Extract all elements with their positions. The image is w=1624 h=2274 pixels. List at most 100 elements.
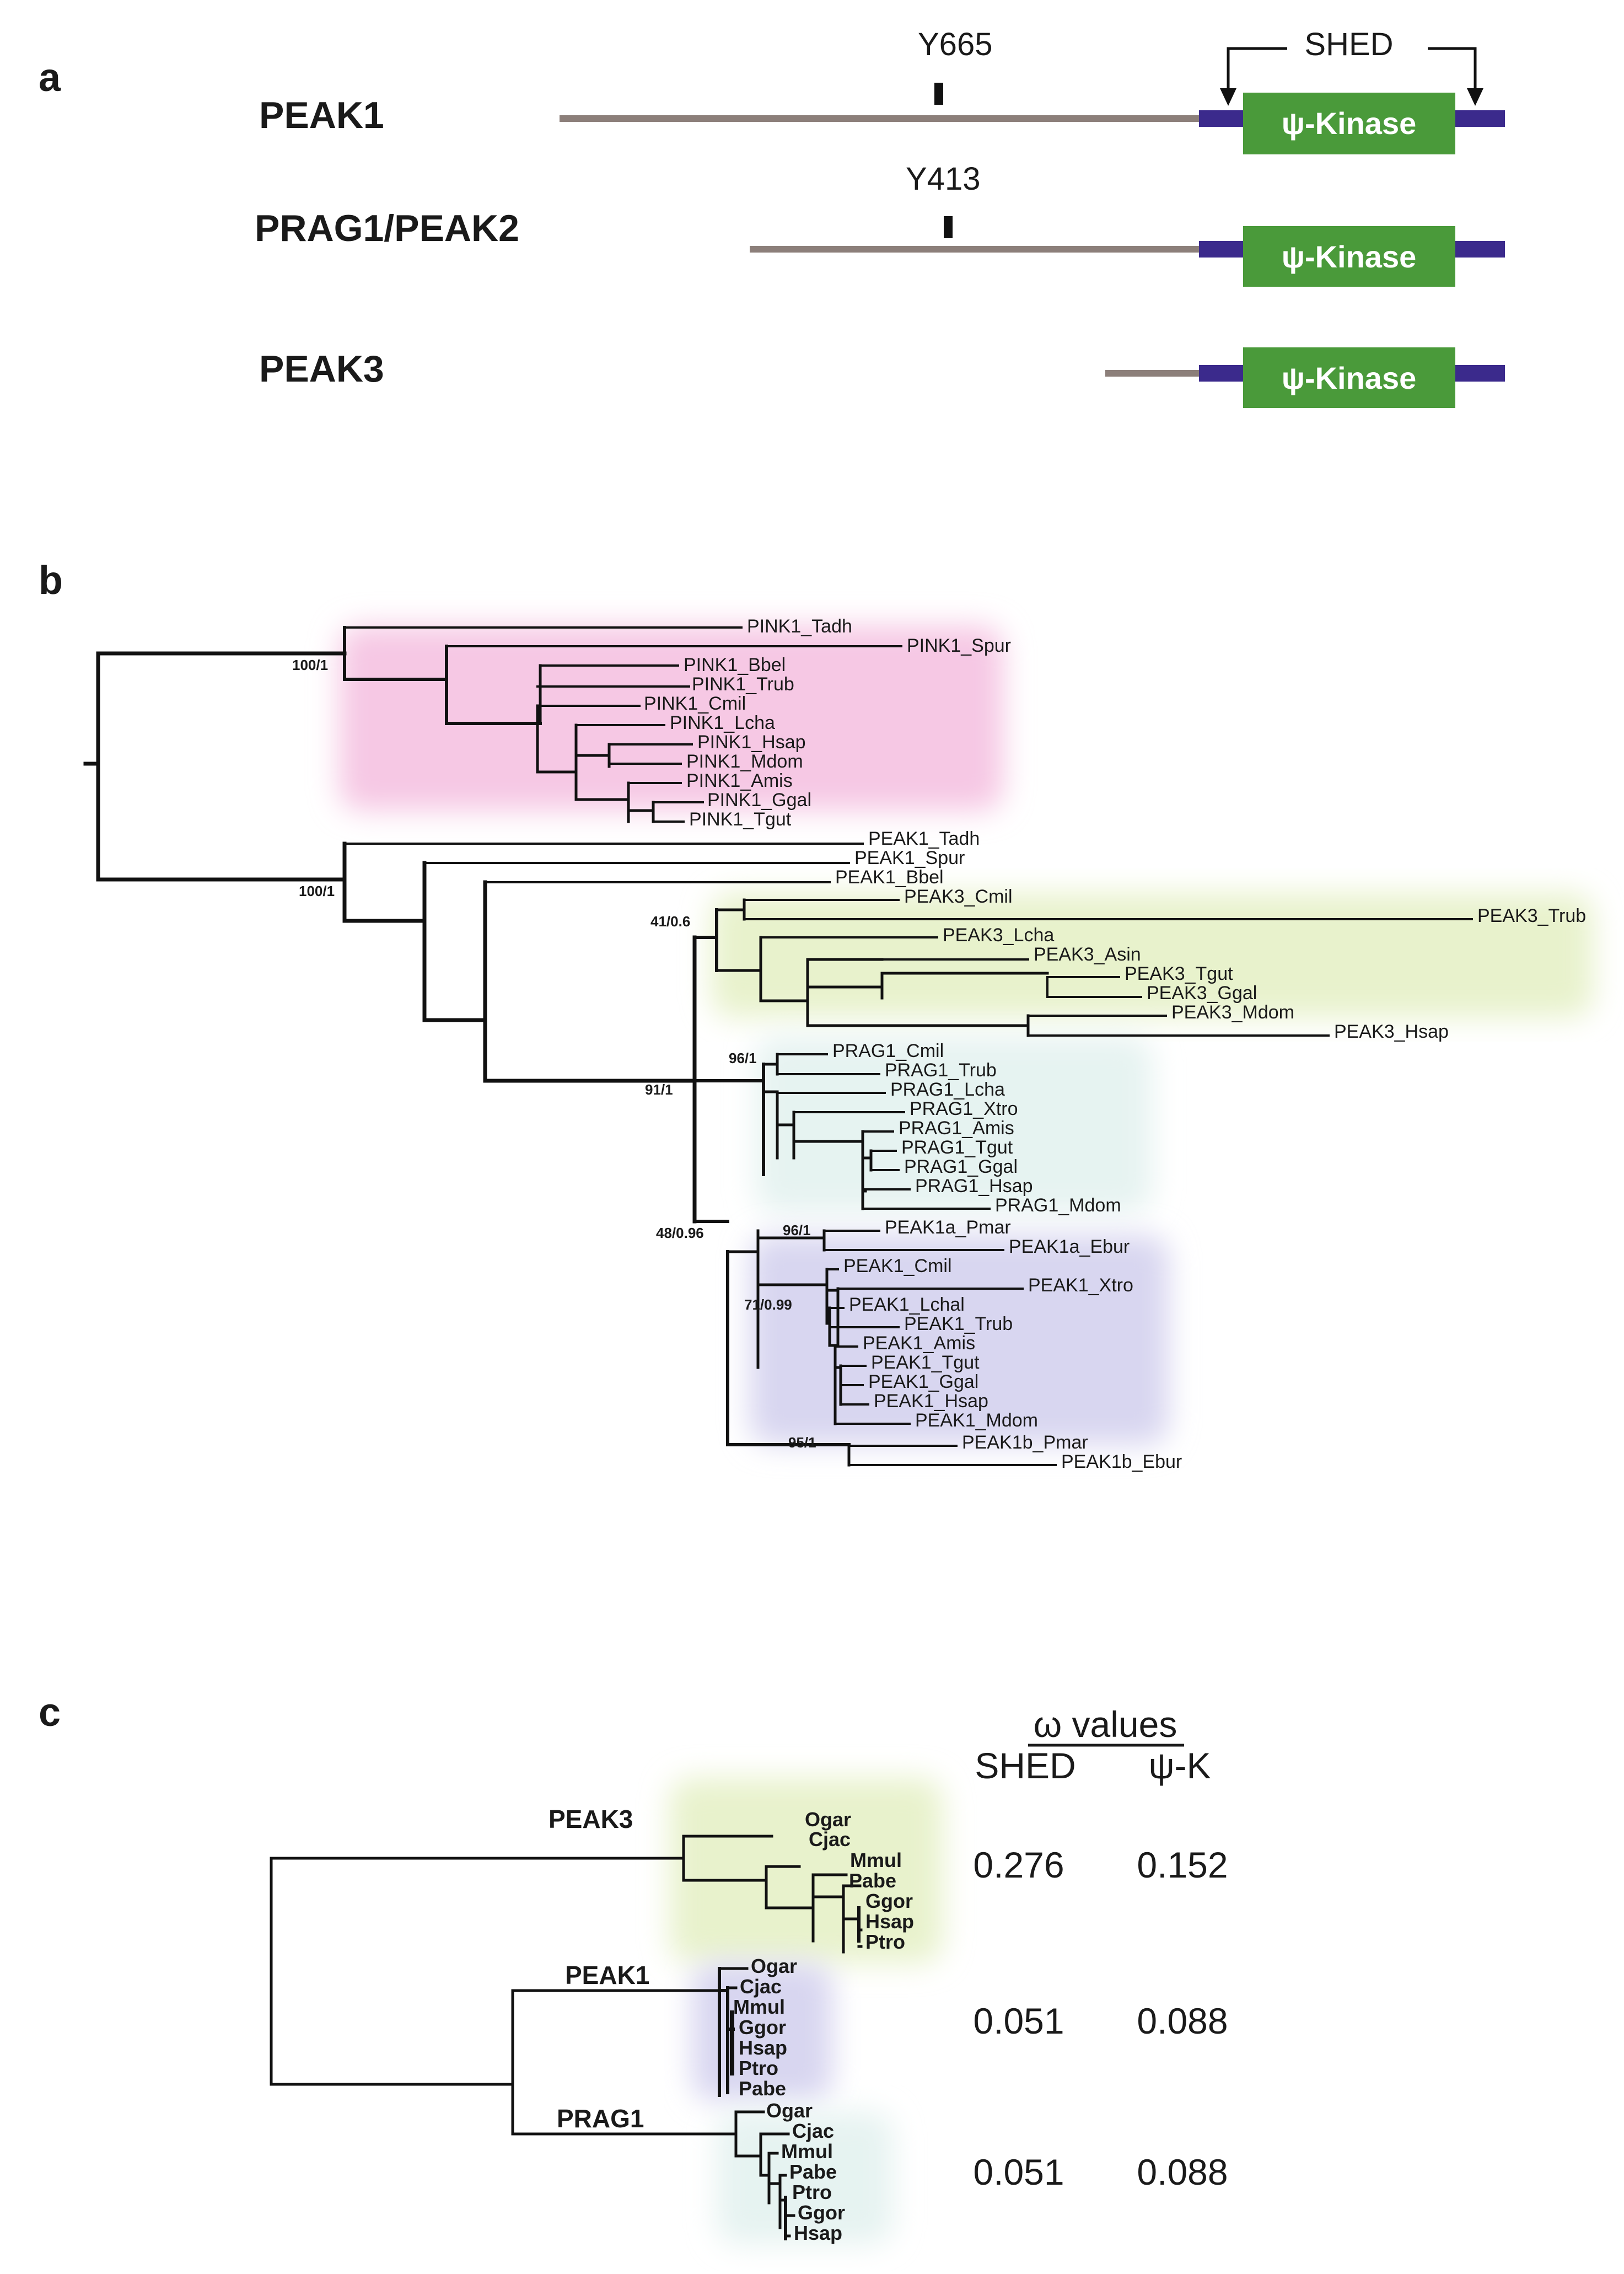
peak1-shed-left (1199, 110, 1243, 127)
support-value: 96/1 (729, 1050, 757, 1066)
leaf-label: PEAK3_Tgut (1125, 963, 1233, 984)
y665-site-marker (934, 83, 943, 105)
phylogenetic-tree-b (83, 626, 1473, 1467)
leaf-label: PEAK3_Mdom (1171, 1002, 1294, 1023)
tree-b-leaf-labels: PINK1_Tadh PINK1_Spur PINK1_Bbel PINK1_T… (644, 616, 1586, 1472)
leaf-label: Pabe (849, 1869, 896, 1892)
peak1-psik-omega: 0.088 (1137, 2001, 1228, 2041)
support-value: 100/1 (299, 883, 335, 899)
leaf-label: PRAG1_Cmil (832, 1041, 944, 1061)
panel-c: c PEAK3 PEAK1 PRAG1 Ogar Cjac Mmul Pabe … (39, 1691, 1228, 2244)
leaf-label: Ptro (792, 2181, 832, 2203)
peak3-kinase-label: ψ-Kinase (1282, 361, 1416, 395)
peak3-psik-omega: 0.152 (1137, 1844, 1228, 1885)
peak1-kinase-label: ψ-Kinase (1282, 106, 1416, 141)
support-value: 91/1 (645, 1081, 673, 1098)
panel-a-label: a (39, 56, 61, 100)
leaf-label: Ogar (805, 1808, 851, 1831)
leaf-label: PEAK1_Mdom (915, 1410, 1038, 1431)
leaf-label: PEAK3_Ggal (1147, 983, 1257, 1004)
leaf-label: Cjac (740, 1975, 782, 1998)
prag1-shed-right (1455, 241, 1505, 258)
prag1-kinase-label: ψ-Kinase (1282, 239, 1416, 274)
leaf-label: Cjac (792, 2120, 834, 2142)
prag1-psik-omega: 0.088 (1137, 2152, 1228, 2192)
leaf-label: Mmul (781, 2140, 833, 2163)
leaf-label: PINK1_Hsap (697, 732, 806, 753)
leaf-label: Mmul (850, 1849, 902, 1871)
leaf-label: Ggor (739, 2016, 786, 2039)
leaf-label: PINK1_Spur (907, 635, 1011, 656)
peak1-pseudokinase-domain (1243, 93, 1455, 154)
leaf-label: Ggor (798, 2201, 845, 2224)
peak3-clade-highlight (711, 893, 1593, 1017)
leaf-label: PINK1_Mdom (686, 751, 803, 772)
leaf-label: PEAK1_Xtro (1028, 1275, 1133, 1296)
leaf-label: PEAK1_Spur (854, 848, 965, 868)
leaf-label: PRAG1_Lcha (890, 1079, 1005, 1100)
shed-label: SHED (1304, 26, 1393, 62)
leaf-label: Pabe (739, 2077, 786, 2100)
shed-bracket (1227, 47, 1477, 94)
leaf-label: PINK1_Ggal (707, 790, 811, 811)
leaf-label: PEAK3_Asin (1034, 944, 1141, 965)
leaf-label: Cjac (809, 1828, 851, 1851)
leaf-label: PEAK1_Trub (904, 1313, 1013, 1334)
column-header-psi-k: ψ-K (1148, 1745, 1211, 1786)
panel-a: a PEAK1 Y665 ψ-Kinase SHED PRAG1/PEAK2 Y… (39, 26, 1505, 408)
leaf-label: Pabe (789, 2160, 837, 2183)
leaf-label: PEAK3_Trub (1477, 905, 1586, 926)
support-value: 71/0.99 (744, 1296, 792, 1313)
prag1-clade-highlight (755, 1037, 1152, 1213)
support-value: 41/0.6 (650, 913, 690, 930)
protein-label-prag1-peak2: PRAG1/PEAK2 (255, 207, 519, 249)
tree-b-support-values: 100/1 100/1 41/0.6 96/1 91/1 48/0.96 96/… (292, 657, 816, 1451)
peak3-shed-left (1199, 365, 1243, 382)
column-header-shed: SHED (975, 1745, 1076, 1786)
leaf-label: PEAK1a_Pmar (885, 1217, 1011, 1238)
leaf-label: PEAK1_Hsap (874, 1391, 988, 1412)
shed-arrow-left (1220, 88, 1236, 106)
leaf-label: PRAG1_Mdom (995, 1195, 1121, 1216)
leaf-label: PEAK1b_Pmar (962, 1432, 1088, 1453)
leaf-label: PRAG1_Tgut (901, 1137, 1013, 1158)
leaf-label: PINK1_Amis (686, 770, 793, 791)
leaf-label: PEAK1_Lchal (849, 1294, 965, 1315)
leaf-label: PRAG1_Xtro (910, 1098, 1018, 1119)
leaf-label: PEAK1_Tadh (868, 828, 980, 849)
leaf-label: PEAK3_Hsap (1334, 1021, 1449, 1042)
leaf-label: Hsap (794, 2222, 842, 2244)
clade-label-prag1: PRAG1 (557, 2104, 644, 2133)
peak1-shed-omega: 0.051 (973, 2001, 1064, 2041)
leaf-label: PEAK1_Ggal (868, 1371, 978, 1392)
clade-label-peak3: PEAK3 (548, 1805, 633, 1833)
prag1-shed-left (1199, 241, 1243, 258)
leaf-label: Hsap (865, 1910, 914, 1933)
leaf-label: PEAK1_Cmil (843, 1256, 952, 1277)
prag1-shed-omega: 0.051 (973, 2152, 1064, 2192)
leaf-label: Ggor (865, 1890, 913, 1912)
phylogenetic-tree-c (270, 1835, 863, 2240)
leaf-label: PEAK1a_Ebur (1009, 1236, 1130, 1257)
leaf-label: PEAK3_Cmil (904, 886, 1013, 907)
leaf-label: PINK1_Trub (692, 674, 794, 695)
peak1-shed-right (1455, 110, 1505, 127)
leaf-label: Ogar (766, 2099, 813, 2122)
clade-label-peak1: PEAK1 (565, 1961, 649, 1989)
peak3-clade-highlight-c (670, 1778, 943, 1963)
site-label-y413: Y413 (906, 161, 980, 197)
protein-label-peak1: PEAK1 (259, 94, 384, 136)
leaf-label: PRAG1_Ggal (904, 1156, 1018, 1177)
leaf-label: Ogar (751, 1955, 797, 1977)
leaf-label: PRAG1_Amis (899, 1118, 1014, 1139)
leaf-label: Ptro (865, 1930, 905, 1953)
protein-label-peak3: PEAK3 (259, 348, 384, 390)
leaf-label: PEAK1_Bbel (835, 867, 944, 888)
panel-b-label: b (39, 559, 63, 603)
leaf-label: Ptro (739, 2057, 778, 2079)
leaf-label: PEAK1_Tgut (871, 1352, 980, 1373)
support-value: 95/1 (788, 1434, 816, 1451)
leaf-label: PRAG1_Hsap (915, 1176, 1033, 1197)
leaf-label: PEAK3_Lcha (943, 925, 1054, 946)
